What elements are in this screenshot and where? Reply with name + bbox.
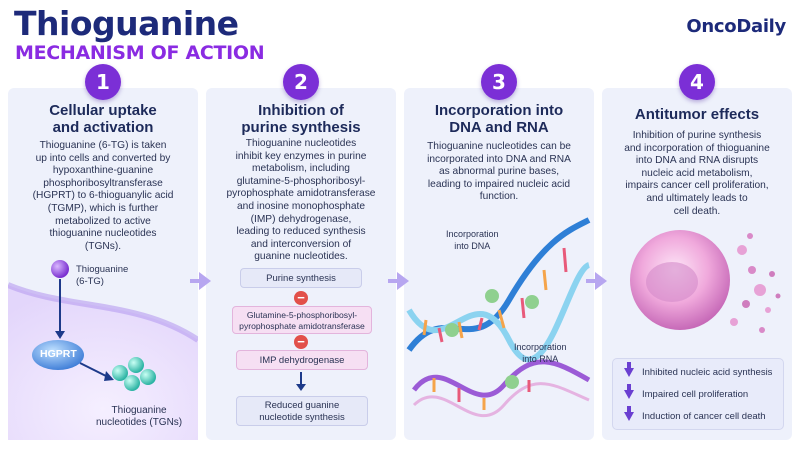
step-arrow-icon (595, 272, 607, 290)
step-1-description: Thioguanine (6-TG) is taken up into cell… (32, 140, 174, 252)
brand-logo: OncoDaily (686, 16, 786, 37)
step-2-description: Thioguanine nucleotides inhibit key enzy… (226, 138, 376, 263)
cell-membrane (8, 285, 198, 440)
step-number-2: 2 (283, 64, 319, 100)
step-4-description: Inhibition of purine synthesis and incor… (624, 130, 770, 217)
down-arrow-icon (624, 383, 634, 399)
hgprt-label: HGPRT (40, 348, 77, 360)
effects-box (612, 358, 784, 430)
dna-label: Incorporation into DNA (446, 229, 499, 251)
effect-label: Induction of cancer cell death (642, 410, 766, 422)
reduced-synthesis-box: Reduced guanine nucleotide synthesis (236, 396, 368, 426)
step-number-4: 4 (679, 64, 715, 100)
amidotransferase-box: Glutamine-5-phosphoribosyl- pyrophosphat… (232, 306, 372, 334)
down-arrow-icon (624, 405, 634, 421)
down-arrow-icon (624, 361, 634, 377)
flow-arrow (300, 372, 302, 386)
flow-arrow-head (296, 384, 306, 391)
imp-dehydrogenase-box: IMP dehydrogenase (236, 350, 368, 370)
step-arrow-icon (199, 272, 211, 290)
thioguanine-label: Thioguanine (6-TG) (76, 264, 129, 287)
panel-step-3 (404, 88, 594, 440)
effect-item: Impaired cell proliferation (616, 383, 786, 403)
rna-label: Incorporation into RNA (514, 342, 567, 364)
step-3-description: Thioguanine nucleotides can be incorpora… (427, 141, 571, 203)
step-4-heading: Antitumor effects (634, 106, 760, 123)
hgprt-enzyme (32, 340, 84, 370)
page-title: Thioguanine (14, 4, 239, 43)
effect-item: Induction of cancer cell death (616, 405, 786, 425)
step-arrow-icon (397, 272, 409, 290)
step-arrow-shaft (388, 279, 398, 283)
cancer-cell-illustration (630, 230, 781, 333)
purine-synthesis-box: Purine synthesis (240, 268, 362, 288)
effect-item: Inhibited nucleic acid synthesis (616, 361, 786, 381)
dna-helix (406, 217, 591, 363)
step-number-1: 1 (85, 64, 121, 100)
dna-rna-illustration (406, 217, 591, 418)
tgn-label: Thioguanine nucleotides (TGNs) (96, 405, 183, 428)
page-subtitle: MECHANISM OF ACTION (15, 42, 265, 64)
inhibit-icon: − (294, 335, 308, 349)
step-3-heading: Incorporation into DNA and RNA (434, 102, 564, 136)
effect-label: Impaired cell proliferation (642, 388, 749, 400)
step-arrow-shaft (586, 279, 596, 283)
effect-label: Inhibited nucleic acid synthesis (642, 366, 773, 378)
step-1-illustration (8, 260, 198, 440)
thioguanine-molecule (51, 260, 69, 278)
step-1-heading: Cellular uptake and activation (49, 102, 157, 136)
inhibit-icon: − (294, 291, 308, 305)
step-2-heading: Inhibition of purine synthesis (241, 102, 361, 136)
rna-strand (412, 359, 591, 418)
step-number-3: 3 (481, 64, 517, 100)
step-arrow-shaft (190, 279, 200, 283)
